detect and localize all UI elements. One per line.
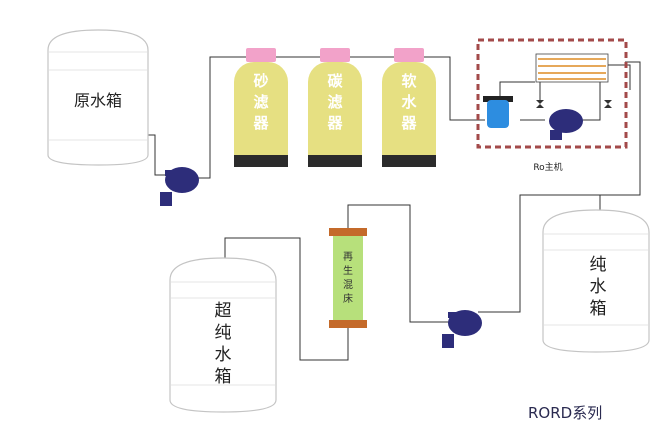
pipe-ro-to-pure [478,61,641,313]
pump-1 [160,167,199,206]
sand-filter-label-3: 器 [252,114,269,132]
pure-water-tank: 纯 水 箱 [542,209,650,353]
ultra-tank-label-3: 水 [215,345,232,365]
sand-filter-label-2: 滤 [253,93,268,111]
ultra-tank-label-1: 超 [215,301,232,321]
mixed-bed-label-4: 床 [343,292,353,305]
softener-label-2: 水 [401,93,417,111]
carbon-filter-label-2: 滤 [327,93,342,111]
series-title: RORD系列 [528,404,602,422]
raw-tank-label: 原水箱 [74,91,122,110]
ultra-pure-tank: 超 纯 水 箱 [169,257,277,413]
pipe-softener-to-ro [440,56,485,121]
carbon-filter-label-3: 器 [326,114,343,132]
pump-2 [442,310,482,348]
pipe-bed-to-ultra [224,237,349,361]
sand-filter-label-1: 砂 [253,72,268,90]
softener-label-3: 器 [400,114,417,132]
pipe-ro-1 [499,81,535,98]
mixed-bed-label-1: 再 [343,251,353,263]
mixed-bed: 再 生 混 床 [329,228,367,328]
cartridge-filter [487,100,509,128]
membrane-rack [535,53,609,83]
ro-unit-label: Ro主机 [533,161,562,173]
ro-unit-border [476,38,628,149]
pipe-raw-to-pump [145,134,175,176]
raw-water-tank: 原水箱 [47,29,149,166]
mixed-bed-label-3: 混 [343,279,353,291]
mixed-bed-label-2: 生 [343,264,353,277]
sand-filter: 砂 滤 器 [234,48,288,167]
pipe-ro-3 [580,80,601,121]
carbon-filter: 碳 滤 器 [308,48,362,167]
pure-tank-label-2: 水 [590,277,607,297]
pipe-ro-5 [608,64,631,90]
carbon-filter-label-1: 碳 [327,72,343,90]
pipe-pump2-to-bed [347,204,455,323]
valve-1 [536,100,544,108]
pure-tank-label-1: 纯 [590,255,607,275]
ro-pump [549,109,583,133]
ultra-tank-label-4: 箱 [215,367,232,387]
pipes [145,56,641,361]
softener: 软 水 器 [382,48,436,167]
ro-unit: Ro主机 [476,38,628,173]
softener-label-1: 软 [401,72,416,90]
valve-2 [604,100,612,108]
pure-tank-label-3: 箱 [590,299,607,319]
ultra-tank-label-2: 纯 [215,323,232,343]
